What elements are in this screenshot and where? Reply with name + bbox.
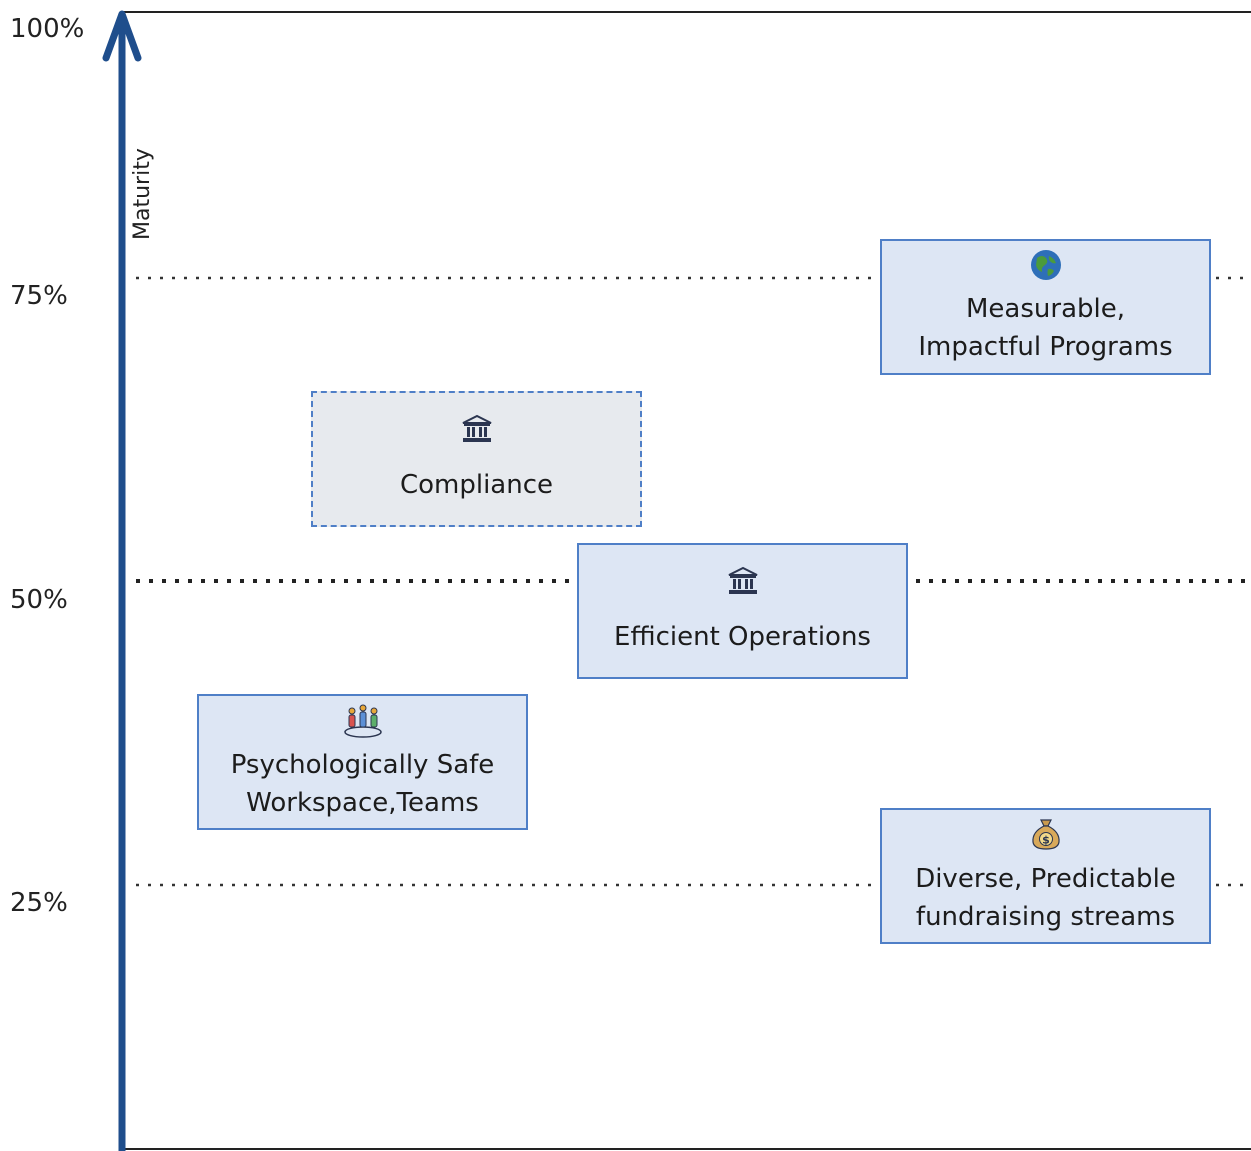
node-psychologically-safe[interactable]: Psychologically Safe Workspace,Teams: [197, 694, 528, 830]
axis-title: Maturity: [130, 148, 155, 240]
node-label-line: Compliance: [399, 470, 554, 500]
node-label-line: Psychologically Safe: [230, 750, 495, 780]
node-label-line: Measurable,: [966, 294, 1125, 324]
node-label-line: fundraising streams: [915, 902, 1176, 932]
bank-icon: [462, 414, 491, 442]
svg-text:$: $: [1042, 834, 1050, 847]
tick-label-25: 25%: [10, 888, 68, 918]
y-axis-arrowhead: [102, 10, 142, 62]
tick-label-100: 100%: [10, 14, 85, 44]
node-efficient-operations[interactable]: Efficient Operations: [577, 543, 908, 679]
tick-label-75: 75%: [10, 281, 68, 311]
globe-icon: [1030, 250, 1061, 280]
people-icon: [343, 704, 382, 738]
node-label-line: Impactful Programs: [918, 332, 1173, 362]
money-bag-icon: $: [1031, 819, 1060, 850]
bank-icon: [728, 566, 757, 594]
tick-label-50: 50%: [10, 585, 68, 615]
node-label-line: Diverse, Predictable: [915, 864, 1176, 894]
node-diverse-fundraising[interactable]: $ Diverse, Predictable fundraising strea…: [880, 808, 1211, 944]
node-measurable[interactable]: Measurable, Impactful Programs: [880, 239, 1211, 375]
node-label-line: Workspace,Teams: [246, 788, 479, 818]
node-label-line: Efficient Operations: [614, 622, 871, 652]
node-compliance[interactable]: Compliance: [311, 391, 642, 527]
